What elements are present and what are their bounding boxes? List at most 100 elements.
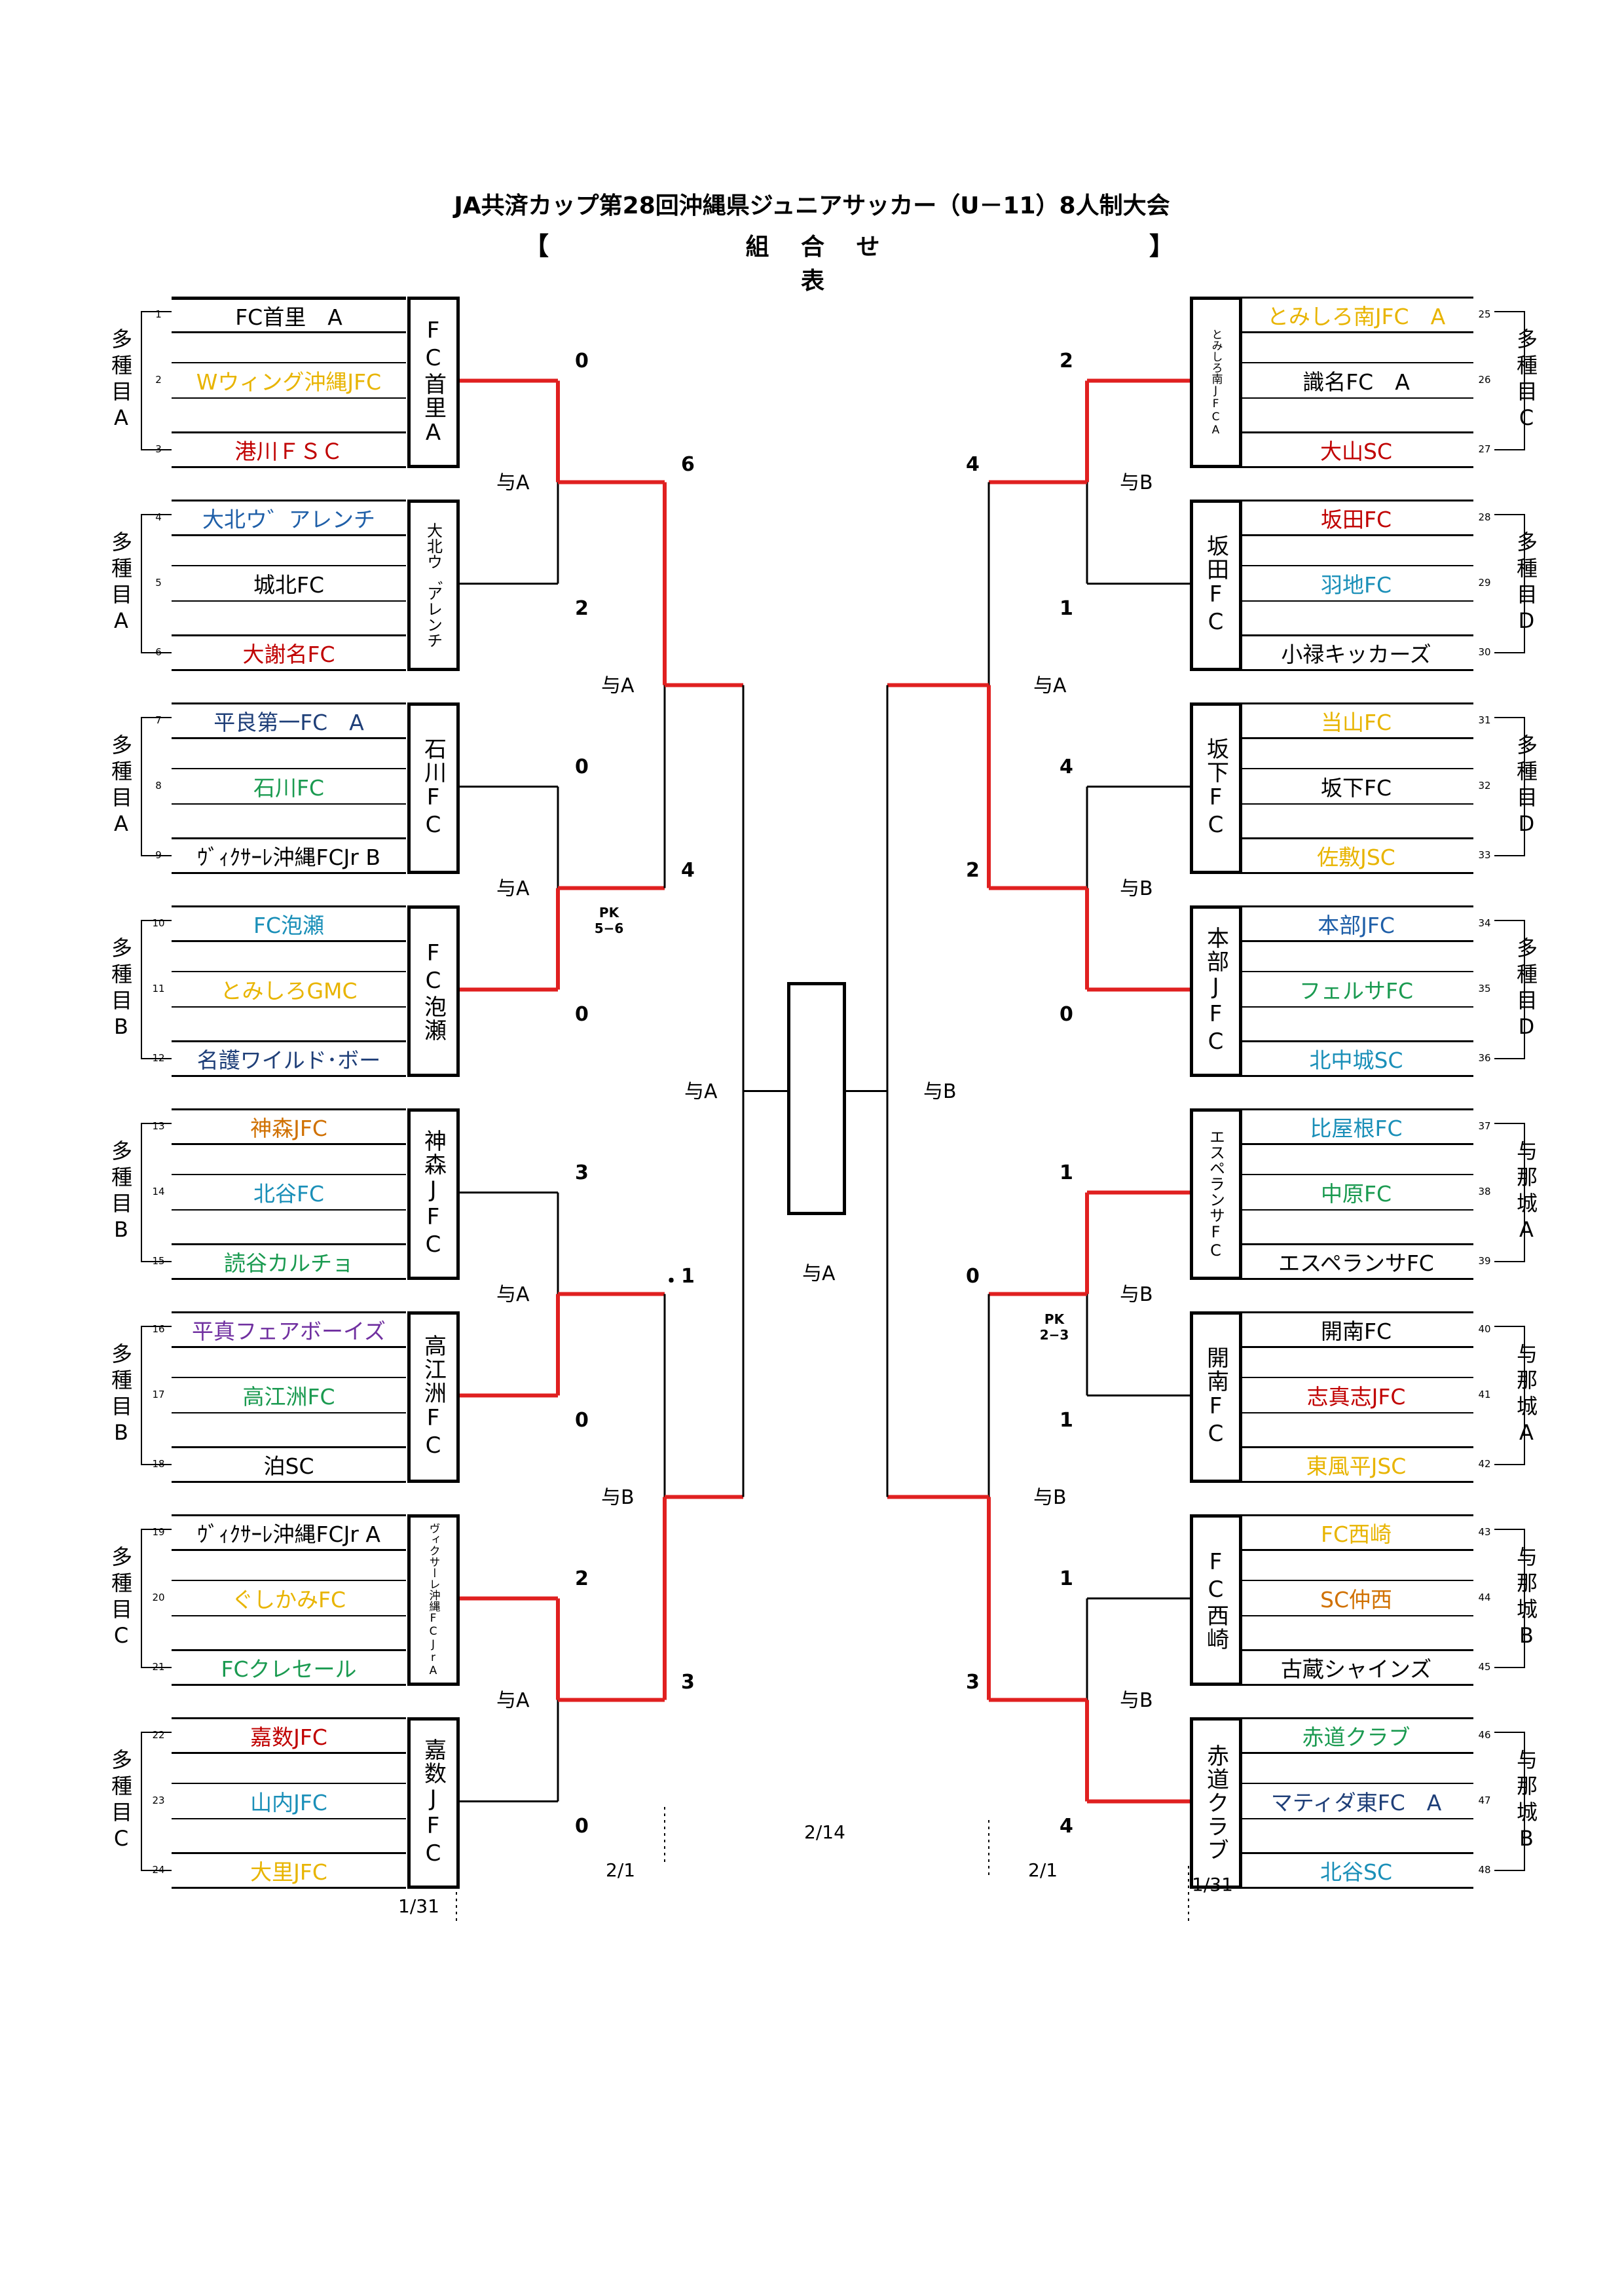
pool-bracket (141, 920, 172, 1059)
team-number: 13 (152, 1120, 165, 1132)
team-number: 14 (152, 1186, 165, 1197)
team-number: 11 (152, 983, 165, 994)
team-slot[interactable]: 開南FC (1239, 1311, 1473, 1348)
team-slot[interactable]: FC泡瀬 (172, 905, 406, 942)
score: 3 (575, 1161, 589, 1184)
pool-label: 多種目C (111, 1544, 133, 1648)
subtitle: 組 合 せ 表 (745, 234, 892, 295)
team-number: 38 (1478, 1186, 1491, 1197)
team-number: 10 (152, 917, 165, 929)
team-slot[interactable]: フェルサFC (1239, 971, 1473, 1008)
team-number: 9 (155, 849, 162, 861)
group-winner-box: 石川FC (407, 702, 460, 874)
team-number: 17 (152, 1389, 165, 1400)
team-slot[interactable]: とみしろ南JFC A (1239, 297, 1473, 333)
score: 3 (966, 1670, 980, 1694)
score: 4 (1060, 755, 1073, 778)
pool-label: 多種目C (111, 1747, 133, 1851)
team-slot[interactable]: 大山SC (1239, 431, 1473, 468)
team-slot[interactable]: 当山FC (1239, 702, 1473, 739)
score: 4 (681, 858, 695, 882)
group-winner-box: 坂下FC (1190, 702, 1242, 874)
pool-bracket (1494, 717, 1525, 856)
team-slot[interactable]: 志真志JFC (1239, 1377, 1473, 1413)
team-slot[interactable]: Wウィング沖縄JFC (172, 362, 406, 399)
team-slot[interactable]: とみしろGMC (172, 971, 406, 1008)
team-slot[interactable]: ｳﾞｨｸｻｰﾚ沖縄FCJr B (172, 837, 406, 874)
team-slot[interactable]: 北谷SC (1239, 1852, 1473, 1889)
team-number: 29 (1478, 577, 1491, 589)
team-slot[interactable]: 山内JFC (172, 1783, 406, 1819)
pool-bracket (1494, 1529, 1525, 1668)
team-slot[interactable]: 坂下FC (1239, 768, 1473, 805)
team-slot[interactable]: 小禄キッカーズ (1239, 634, 1473, 671)
team-slot[interactable]: 中原FC (1239, 1174, 1473, 1211)
team-slot[interactable]: 比屋根FC (1239, 1108, 1473, 1145)
group-winner-box: FC泡瀬 (407, 905, 460, 1077)
team-slot[interactable]: エスペランサFC (1239, 1243, 1473, 1280)
team-slot[interactable]: 東風平JSC (1239, 1446, 1473, 1483)
pool-label: 多種目D (1517, 530, 1538, 633)
team-slot[interactable]: 本部JFC (1239, 905, 1473, 942)
team-slot[interactable]: ｳﾞｨｸｻｰﾚ沖縄FCJr A (172, 1514, 406, 1551)
team-slot[interactable]: ぐしかみFC (172, 1580, 406, 1616)
team-slot[interactable]: 高江洲FC (172, 1377, 406, 1413)
team-number: 43 (1478, 1526, 1491, 1538)
pool-label: 多種目A (111, 733, 133, 836)
team-number: 34 (1478, 917, 1491, 929)
team-slot[interactable]: FC首里 A (172, 297, 406, 333)
team-slot[interactable]: FC西崎 (1239, 1514, 1473, 1551)
team-slot[interactable]: マティダ東FC A (1239, 1783, 1473, 1819)
team-slot[interactable]: 大北ウ゛アレンチ (172, 500, 406, 536)
team-slot[interactable]: FCクレセール (172, 1649, 406, 1686)
team-slot[interactable]: 石川FC (172, 768, 406, 805)
score: 0 (966, 1264, 980, 1288)
team-number: 5 (155, 577, 162, 589)
team-number: 3 (155, 443, 162, 455)
team-slot[interactable]: 大謝名FC (172, 634, 406, 671)
team-number: 36 (1478, 1052, 1491, 1064)
team-slot[interactable]: 識名FC A (1239, 362, 1473, 399)
venue-label: 与B (601, 1485, 635, 1509)
team-slot[interactable]: 古蔵シャインズ (1239, 1649, 1473, 1686)
team-slot[interactable]: 神森JFC (172, 1108, 406, 1145)
pool-bracket (141, 1732, 172, 1871)
team-slot[interactable]: 北中城SC (1239, 1040, 1473, 1077)
team-slot[interactable]: 嘉数JFC (172, 1717, 406, 1754)
team-slot[interactable]: 北谷FC (172, 1174, 406, 1211)
team-slot[interactable]: SC仲西 (1239, 1580, 1473, 1616)
venue-label: 与B (1120, 1283, 1153, 1306)
venue-label: 与B (1120, 877, 1153, 900)
group-winner-box: ヴィクサーレ沖縄FCJrA (407, 1514, 460, 1686)
date-label: 2/1 (1028, 1859, 1058, 1881)
team-number: 46 (1478, 1729, 1491, 1741)
team-slot[interactable]: 平良第一FC A (172, 702, 406, 739)
team-number: 12 (152, 1052, 165, 1064)
team-slot[interactable]: 読谷カルチョ (172, 1243, 406, 1280)
score: 0 (575, 1814, 589, 1838)
venue-label: 与A (684, 1080, 718, 1103)
score: 0 (575, 755, 589, 778)
team-slot[interactable]: 羽地FC (1239, 565, 1473, 602)
group-winner-box: 開南FC (1190, 1311, 1242, 1483)
team-slot[interactable]: 坂田FC (1239, 500, 1473, 536)
team-slot[interactable]: 大里JFC (172, 1852, 406, 1889)
pool-label: 多種目D (1517, 733, 1538, 836)
team-slot[interactable]: 泊SC (172, 1446, 406, 1483)
team-slot[interactable]: 佐敷JSC (1239, 837, 1473, 874)
score: 2 (575, 1567, 589, 1590)
team-slot[interactable]: 平真フェアボーイズ (172, 1311, 406, 1348)
pool-label: 多種目B (111, 1341, 133, 1445)
group-winner-box: 神森JFC (407, 1108, 460, 1280)
venue-label: 与B (923, 1080, 957, 1103)
team-slot[interactable]: 城北FC (172, 565, 406, 602)
date-label: 1/31 (1192, 1874, 1233, 1895)
team-slot[interactable]: 港川ＦＳＣ (172, 431, 406, 468)
score: 1 (681, 1264, 695, 1288)
pool-bracket (1494, 311, 1525, 450)
pool-bracket (1494, 1123, 1525, 1262)
team-slot[interactable]: 名護ワイルド･ボー (172, 1040, 406, 1077)
team-number: 15 (152, 1255, 165, 1267)
team-slot[interactable]: 赤道クラブ (1239, 1717, 1473, 1754)
